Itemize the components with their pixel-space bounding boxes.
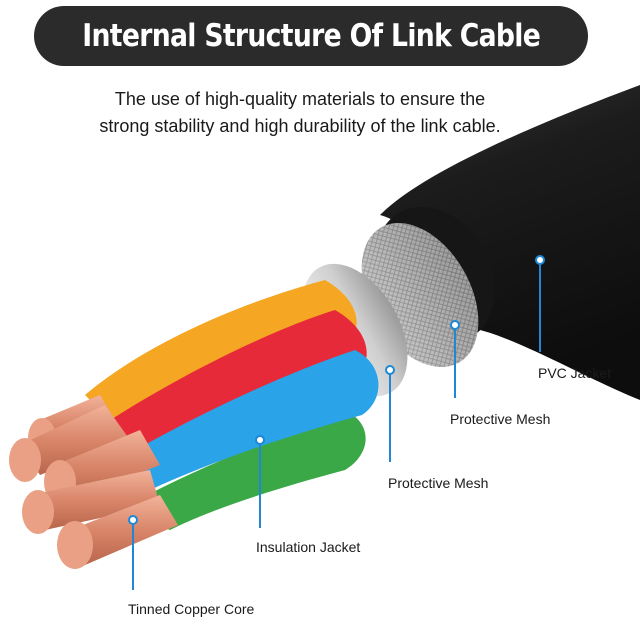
callout-dot-copper [128, 515, 138, 525]
label-pvc-jacket: PVC Jacket [538, 365, 612, 381]
pvc-jacket [380, 85, 640, 400]
title-banner: Internal Structure Of Link Cable [34, 6, 588, 66]
callout-dot-insulation [255, 435, 265, 445]
callout-dot-mesh-inner [385, 365, 395, 375]
green-wire [120, 410, 366, 530]
page-title: Internal Structure Of Link Cable [82, 18, 541, 54]
subtitle-line-2: strong stability and high durability of … [99, 116, 501, 136]
subtitle: The use of high-quality materials to ens… [40, 86, 560, 140]
copper-core-bottom [57, 495, 178, 569]
label-tinned-copper-core: Tinned Copper Core [128, 601, 255, 617]
label-insulation-jacket: Insulation Jacket [256, 539, 361, 555]
callout-dot-pvc [535, 255, 545, 265]
red-wire [95, 310, 367, 455]
blue-wire [110, 350, 379, 490]
label-protective-mesh-inner: Protective Mesh [388, 475, 489, 491]
subtitle-line-1: The use of high-quality materials to ens… [114, 89, 486, 109]
copper-core-green [22, 470, 160, 534]
label-protective-mesh-outer: Protective Mesh [450, 411, 551, 427]
callout-dot-mesh-outer [450, 320, 460, 330]
yellow-wire [85, 280, 357, 430]
copper-core-red [9, 405, 130, 482]
